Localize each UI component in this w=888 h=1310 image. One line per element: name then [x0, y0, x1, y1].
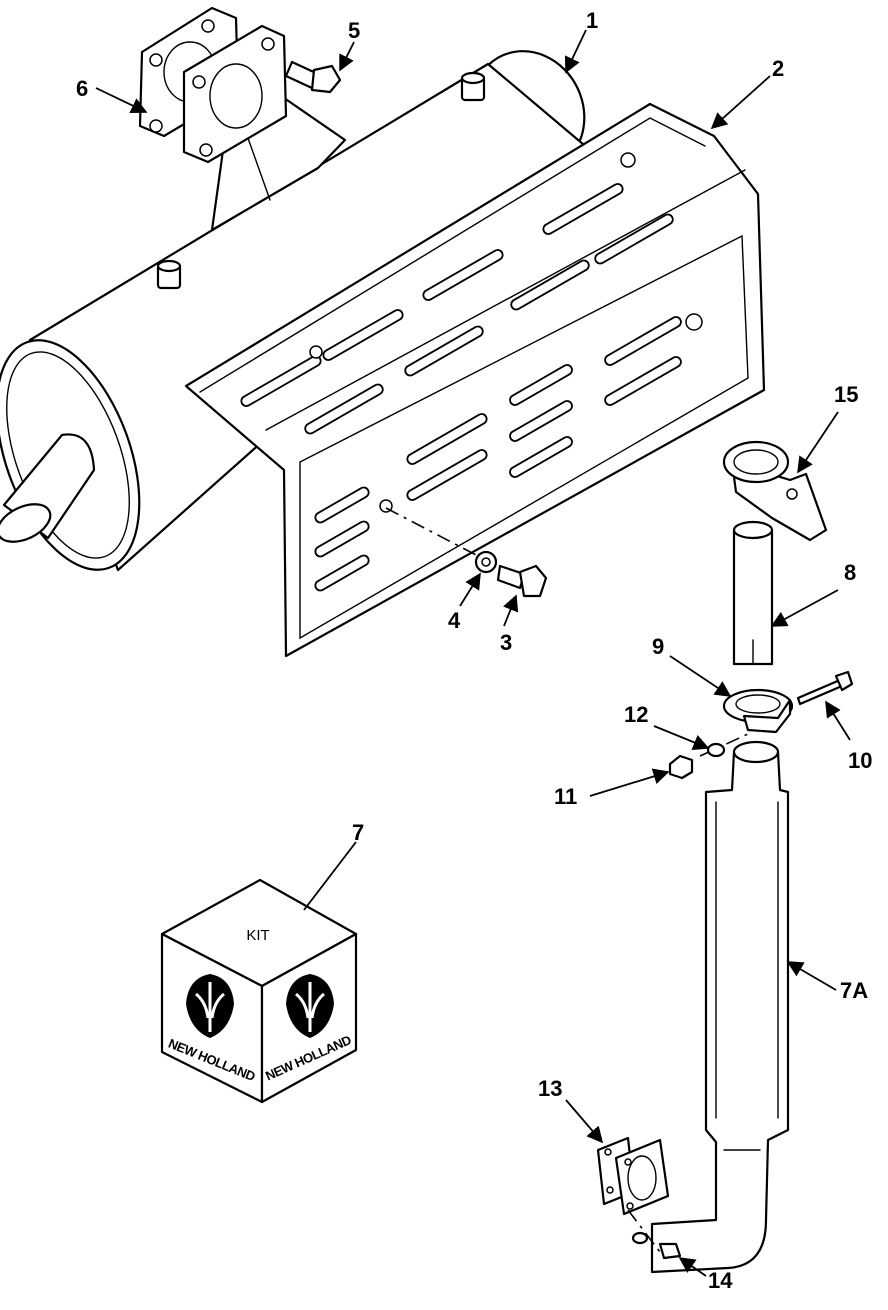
callout-10: 10: [848, 748, 872, 773]
callout-5: 5: [348, 18, 360, 43]
shield-bolt: [496, 564, 548, 598]
kit-label: KIT: [246, 927, 269, 944]
callout-7: 7: [352, 820, 364, 845]
new-holland-leaf-logo-icon: [186, 974, 234, 1038]
shield-washer: [474, 550, 498, 574]
flange-bolt: [284, 60, 342, 94]
heat-shield: [184, 102, 766, 658]
callout-3: 3: [500, 630, 512, 655]
callout-1: 1: [586, 8, 598, 33]
callout-14: 14: [708, 1268, 733, 1293]
kit-box: KIT NEW HOLLAND NEW HOLLAND: [160, 878, 358, 1104]
outlet-bolt: [631, 1231, 682, 1260]
callout-7a: 7A: [840, 978, 868, 1003]
callout-12: 12: [624, 702, 648, 727]
rain-cap: [722, 440, 828, 542]
callout-2: 2: [772, 56, 784, 81]
clamp-nut: [668, 754, 694, 780]
inlet-flange: [182, 24, 288, 164]
new-holland-leaf-logo-icon: [286, 974, 334, 1038]
callout-15: 15: [834, 382, 858, 407]
callout-4: 4: [448, 608, 461, 633]
callout-8: 8: [844, 560, 856, 585]
outlet-flange: [614, 1138, 670, 1216]
callout-11: 11: [554, 784, 577, 809]
callout-9: 9: [652, 634, 664, 659]
tube-clamp: [722, 688, 794, 734]
callout-6: 6: [76, 76, 88, 101]
leader-lines: [95, 29, 851, 1277]
exhaust-tube: [732, 520, 774, 666]
clamp-washer: [706, 742, 726, 758]
vertical-muffler: [650, 740, 790, 1274]
callout-13: 13: [538, 1076, 562, 1101]
clamp-bolt: [796, 670, 854, 706]
